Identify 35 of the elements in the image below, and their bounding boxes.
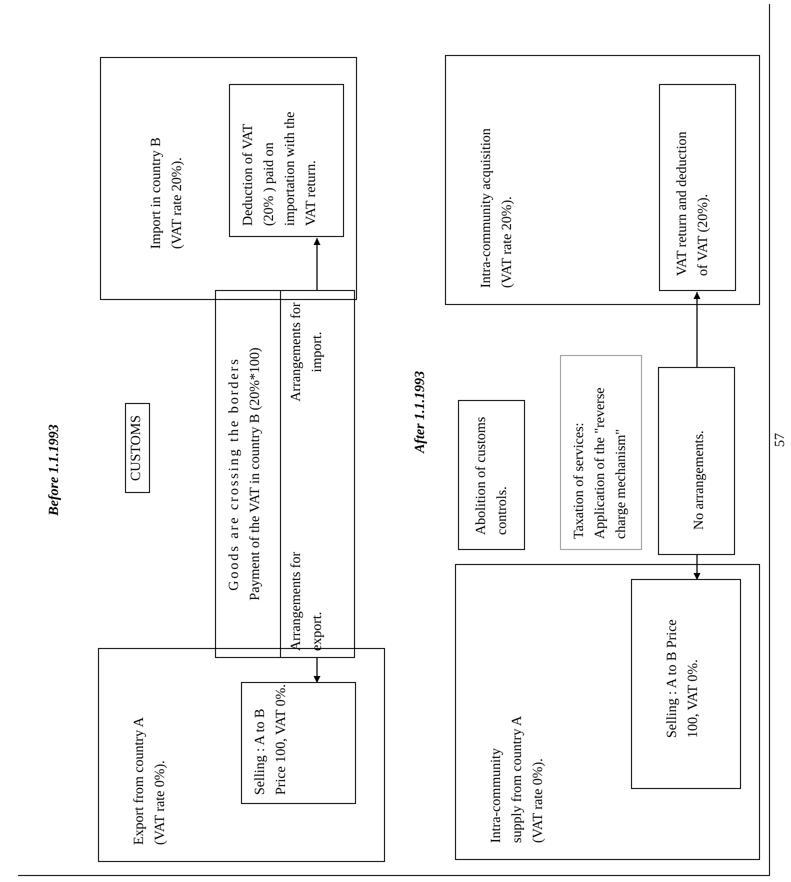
arrow (694, 292, 700, 367)
box-text: Taxation of services: Application of the "reverse charge mechanism" (572, 388, 629, 539)
process-box (241, 682, 356, 804)
arrow (694, 555, 700, 580)
box-text: Abolition of customs controls. (474, 416, 510, 535)
box-text: Intra-community supply from country A (VAT rate 0%). (489, 716, 546, 843)
box-text: Payment of the VAT in country B (20%*100) (247, 347, 264, 601)
box-text: No arrangements. (692, 430, 707, 530)
arrow (314, 658, 320, 683)
process-box (125, 403, 150, 493)
process-box (229, 84, 344, 237)
process-box (445, 55, 760, 305)
process-box (658, 367, 735, 555)
box-text: Deduction of VAT (20% ) paid on importation with the VAT return. (241, 112, 319, 226)
box-text: Export from country A (VAT rate 0%). (132, 718, 168, 845)
process-box (215, 290, 355, 658)
section-heading: Before 1.1.1993 (46, 423, 63, 518)
process-box (631, 579, 741, 789)
process-box (100, 57, 357, 300)
box-text: Selling : A to B Price 100, VAT 0%. (253, 684, 289, 795)
process-box (458, 400, 525, 550)
page-number: 57 (772, 432, 789, 449)
section-heading: After 1.1.1993 (412, 370, 429, 456)
arrow (314, 238, 320, 290)
process-box (659, 84, 736, 291)
box-text: Arrangements for import. (288, 301, 326, 404)
box-text: Arrangements for export. (288, 550, 326, 651)
process-box (560, 355, 642, 550)
box-text: VAT return and deduction of VAT (20%). (675, 131, 711, 276)
box-text: Goods are crossing the borders (226, 357, 243, 591)
box-text: Intra-community acquisition (VAT rate 20%). (479, 128, 515, 288)
box-text: Import in country B (VAT rate 20%). (149, 137, 185, 249)
process-box (455, 564, 760, 860)
box-text: CUSTOMS (129, 415, 146, 481)
box-text: Selling : A to B Price 100, VAT 0%. (665, 619, 701, 738)
